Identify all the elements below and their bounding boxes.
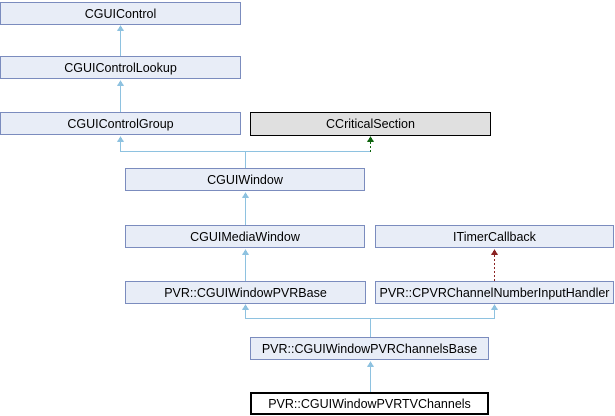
class-node-pvr-cguiwindowpvrbase[interactable]: PVR::CGUIWindowPVRBase [125,281,366,304]
class-node-itimercallback[interactable]: ITimerCallback [375,225,614,248]
edge-cguiwindow-to-parents [117,136,374,168]
class-node-cguicontrollookup[interactable]: CGUIControlLookup [0,56,241,79]
class-node-pvr-cpvrchannelnumberinputhandler[interactable]: PVR::CPVRChannelNumberInputHandler [375,281,614,304]
class-node-cguicontrol[interactable]: CGUIControl [0,2,241,25]
class-node-cguimediawindow[interactable]: CGUIMediaWindow [125,225,365,248]
edge-pvrwindowbase-to-cguimediawindow [242,249,249,281]
class-node-pvr-cguiwindowpvrchannelsbase[interactable]: PVR::CGUIWindowPVRChannelsBase [250,337,489,360]
edge-cguicontrolgroup-to-cguicontrollookup [117,80,124,112]
class-node-pvr-cguiwindowpvrtvchannels: PVR::CGUIWindowPVRTVChannels [250,392,489,415]
edge-cguimediawindow-to-cguiwindow [242,192,249,225]
class-node-cguicontrolgroup[interactable]: CGUIControlGroup [0,112,241,135]
class-node-cguiwindow[interactable]: CGUIWindow [125,168,365,191]
class-node-ccriticalsection[interactable]: CCriticalSection [250,112,491,136]
edge-cguicontrollookup-to-cguicontrol [117,25,124,56]
edge-pvrchannelsbase-to-parents [242,304,498,337]
edge-pvrtvchannels-to-pvrchannelsbase [367,361,374,392]
edge-pvrinputhandler-to-itimercallback [491,249,498,281]
